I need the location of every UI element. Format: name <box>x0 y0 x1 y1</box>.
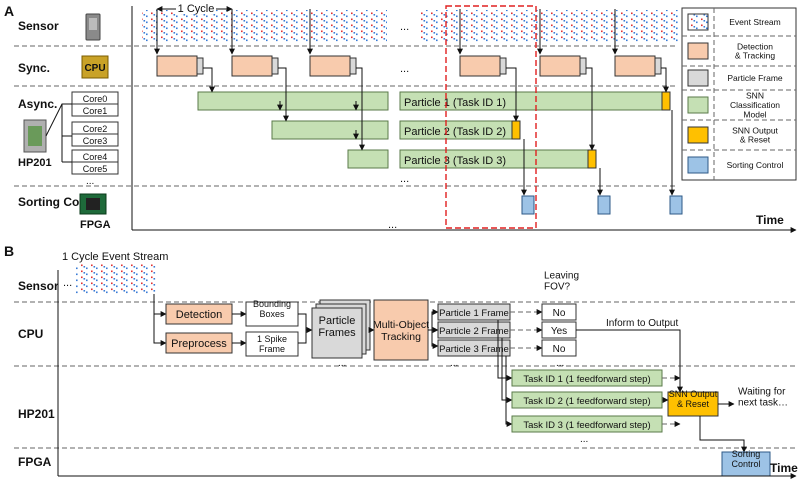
core-bracket <box>45 103 72 163</box>
cpu-chip-label: CPU <box>84 63 105 74</box>
b-answers-ellipsis: ... <box>556 358 564 369</box>
arrow-bbox-to-frames <box>298 313 313 333</box>
b-answer-3-box <box>541 339 577 357</box>
b-detection-label: Detection <box>176 309 222 321</box>
b-stream-branch-arrows <box>153 294 167 346</box>
sensor-icon <box>85 13 101 41</box>
b-stream-ellipsis: ... <box>63 277 72 289</box>
b-mot-box <box>373 299 429 361</box>
row-label-sensor: Sensor <box>18 19 59 33</box>
b-frames-ellipsis: ... <box>338 358 346 369</box>
b-particle-3-label: Particle 3 Frame <box>439 344 509 355</box>
core-group-1 <box>71 121 119 147</box>
async-bar-2 <box>271 120 521 140</box>
async-bar-1 <box>197 91 671 111</box>
hp201-chip-icon <box>23 119 47 153</box>
hp201-label: HP201 <box>18 157 52 169</box>
cycle-label: 1 Cycle <box>178 3 215 15</box>
b-snn-output-label: SNN Output& Reset <box>669 389 718 409</box>
fpga-chip-icon <box>79 193 107 215</box>
sync-ellipsis: ... <box>400 63 409 75</box>
panel-a-time-label: Time <box>756 213 784 227</box>
b-task-2-label: Task ID 2 (1 feedforward step) <box>523 396 650 407</box>
stream-title: 1 Cycle Event Stream <box>62 251 168 263</box>
fpga-label: FPGA <box>80 219 111 231</box>
sorting-ellipsis: ... <box>388 219 397 231</box>
row-b-sensor: Sensor <box>18 279 59 293</box>
row-b-cpu: CPU <box>18 327 43 341</box>
b-preprocess-label: Preprocess <box>171 338 227 350</box>
panel-b-label: B <box>4 243 14 259</box>
b-particle-1-label: Particle 1 Frame <box>439 308 509 319</box>
arrows-particles-to-tasks <box>497 320 513 427</box>
async-bar-3-label: Particle 3 (Task ID 3) <box>404 155 506 167</box>
legend-detection: Detection& Tracking <box>735 41 775 60</box>
b-particle-2-label: Particle 2 Frame <box>439 326 509 337</box>
legend-sorting-control: Sorting Control <box>727 160 784 170</box>
legend-event-stream: Event Stream <box>729 17 781 27</box>
stream-ellipsis: ... <box>400 21 409 33</box>
b-answer-1-box <box>541 303 577 321</box>
b-inform-label: Inform to Output <box>606 318 678 329</box>
b-particle-frames-stack <box>311 299 371 359</box>
highlight-region <box>445 5 537 229</box>
cycle-tick-arrows <box>154 9 618 55</box>
b-tasks-ellipsis: ... <box>580 434 588 445</box>
panel-b-time-label: Time <box>770 461 798 475</box>
b-answer-3: No <box>553 344 566 355</box>
b-particles-ellipsis: ... <box>450 358 458 369</box>
row-b-fpga: FPGA <box>18 455 52 469</box>
async-ellipsis: ... <box>400 173 409 185</box>
arrow-spike-to-frames <box>298 330 307 344</box>
b-event-stream <box>76 264 156 294</box>
row-label-async: Async. <box>18 97 57 111</box>
arrow-yes-to-output <box>576 329 683 393</box>
legend-snn-output: SNN Output& Reset <box>732 125 778 144</box>
sync-detection-boxes <box>156 55 662 77</box>
b-sorting-control-box <box>721 451 771 477</box>
b-snn-output-box <box>667 391 719 417</box>
core-1: Core1 <box>83 106 108 116</box>
legend-particle-frame: Particle Frame <box>727 73 783 83</box>
sync-to-async-arrows <box>203 67 669 151</box>
b-answer-2: Yes <box>551 326 567 337</box>
b-spike-frame <box>245 331 299 357</box>
output-to-sorting-arrows <box>521 110 675 196</box>
arrows-mot-to-particles <box>428 309 439 349</box>
b-task-1-label: Task ID 1 (1 feedforward step) <box>523 374 650 385</box>
cpu-chip-icon: CPU <box>81 55 109 79</box>
b-task-3-label: Task ID 3 (1 feedforward step) <box>523 420 650 431</box>
arrow-output-to-sorting <box>699 416 747 453</box>
core-2: Core2 <box>83 124 108 134</box>
event-stream-strips <box>142 10 680 42</box>
cores-ellipsis: ... <box>86 176 94 187</box>
core-4: Core4 <box>83 152 108 162</box>
async-bar-2-label: Particle 2 (Task ID 2) <box>404 126 506 138</box>
row-label-sync: Sync. <box>18 61 50 75</box>
b-answer-1: No <box>553 308 566 319</box>
arrows-task-loop <box>662 375 681 427</box>
arrows-particles-to-fov <box>510 309 543 351</box>
core-5: Core5 <box>83 164 108 174</box>
sorting-control-boxes <box>521 195 683 215</box>
legend <box>681 7 797 181</box>
core-3: Core3 <box>83 136 108 146</box>
async-bar-1-label: Particle 1 (Task ID 1) <box>404 97 506 109</box>
row-b-hp201: HP201 <box>18 407 55 421</box>
panel-a-label: A <box>4 3 14 19</box>
core-0: Core0 <box>83 94 108 104</box>
